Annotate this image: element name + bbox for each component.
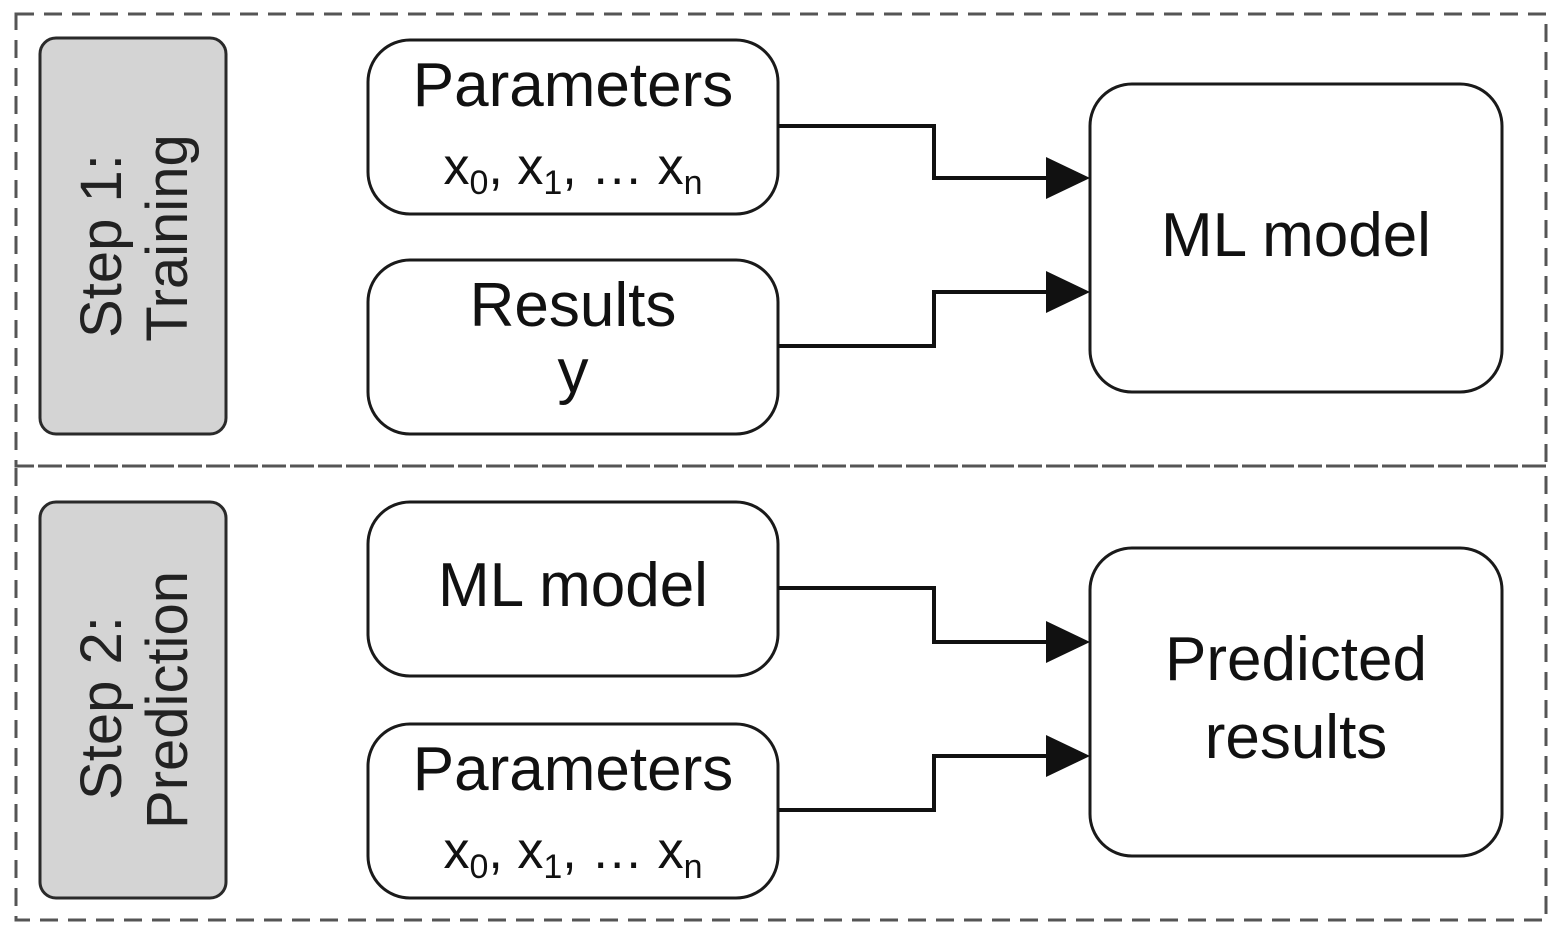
training-parameters-vars: x0, x1, … xn​ bbox=[443, 138, 702, 202]
training-parameters-vars-sep-1: , bbox=[562, 138, 591, 196]
training-parameters-vars-sub-1: 1 bbox=[543, 164, 562, 202]
training-parameters-vars-var-1: x bbox=[517, 138, 543, 196]
training-model-label: ML model bbox=[1161, 201, 1431, 270]
prediction-step-box bbox=[38, 500, 228, 900]
prediction-model-arrow bbox=[778, 586, 1050, 644]
prediction-step-text: Step 2: Prediction bbox=[69, 571, 200, 829]
training-step-box bbox=[38, 36, 228, 436]
prediction-parameters-arrow bbox=[778, 754, 1050, 812]
prediction-parameters-vars: x0, x1, … xn​ bbox=[443, 822, 702, 886]
training-section: Step 1: Training Parameters x0, x1, … xn… bbox=[14, 12, 1548, 468]
prediction-output-box bbox=[1088, 546, 1504, 858]
prediction-parameters-vars-sub-2: n bbox=[684, 848, 703, 886]
prediction-parameters-vars-var-1: x bbox=[517, 822, 543, 880]
training-step-text: Step 1: Training bbox=[69, 134, 200, 341]
prediction-step-line1: Step 2: bbox=[69, 616, 134, 800]
prediction-step-line2: Prediction bbox=[135, 571, 200, 829]
training-parameters-vars-var-2: … x bbox=[591, 138, 683, 196]
training-results-title: Results bbox=[470, 271, 677, 340]
training-model-box bbox=[1088, 82, 1504, 394]
prediction-model-arrowhead bbox=[1046, 621, 1090, 663]
prediction-step-label: Step 2: Prediction bbox=[38, 500, 228, 900]
training-step-line1: Step 1: bbox=[69, 154, 134, 338]
training-parameters-vars-sub-2: n bbox=[684, 164, 703, 202]
training-model-node: ML model bbox=[1088, 82, 1504, 394]
prediction-parameters-vars-sub-0: 0 bbox=[469, 848, 488, 886]
prediction-parameters-vars-var-2: … x bbox=[591, 822, 683, 880]
prediction-parameters-vars-var-0: x bbox=[443, 822, 469, 880]
training-parameters-title: Parameters bbox=[413, 51, 733, 120]
prediction-output-line2: results bbox=[1205, 703, 1388, 772]
prediction-parameters-arrowhead bbox=[1046, 735, 1090, 777]
prediction-parameters-node: Parameters x0, x1, … xn​ bbox=[366, 722, 780, 900]
prediction-model-node: ML model bbox=[366, 500, 780, 678]
training-parameters-vars-var-0: x bbox=[443, 138, 469, 196]
training-parameters-arrow bbox=[778, 124, 1057, 183]
training-results-var: y bbox=[558, 337, 589, 406]
prediction-parameters-title: Parameters bbox=[413, 735, 733, 804]
training-step-line2: Training bbox=[135, 134, 200, 341]
training-parameters-node: Parameters x0, x1, … xn​ bbox=[366, 38, 780, 216]
training-results-node: Results y bbox=[366, 258, 780, 436]
training-parameters-vars-sep-0: , bbox=[488, 138, 517, 196]
training-results-arrowhead bbox=[1046, 271, 1090, 313]
training-step-label: Step 1: Training bbox=[38, 36, 228, 436]
training-parameters-arrowhead bbox=[1046, 157, 1090, 199]
prediction-section: Step 2: Prediction ML model Parameters x… bbox=[14, 464, 1548, 922]
prediction-output-line1: Predicted bbox=[1165, 625, 1427, 694]
prediction-parameters-vars-sep-0: , bbox=[488, 822, 517, 880]
prediction-output-node: Predicted results bbox=[1088, 546, 1504, 858]
prediction-section-frame bbox=[14, 464, 1548, 922]
training-results-arrow bbox=[778, 290, 1050, 348]
prediction-parameters-vars-sep-1: , bbox=[562, 822, 591, 880]
training-parameters-vars-sub-0: 0 bbox=[469, 164, 488, 202]
prediction-model-label: ML model bbox=[438, 551, 708, 620]
prediction-parameters-vars-sub-1: 1 bbox=[543, 848, 562, 886]
